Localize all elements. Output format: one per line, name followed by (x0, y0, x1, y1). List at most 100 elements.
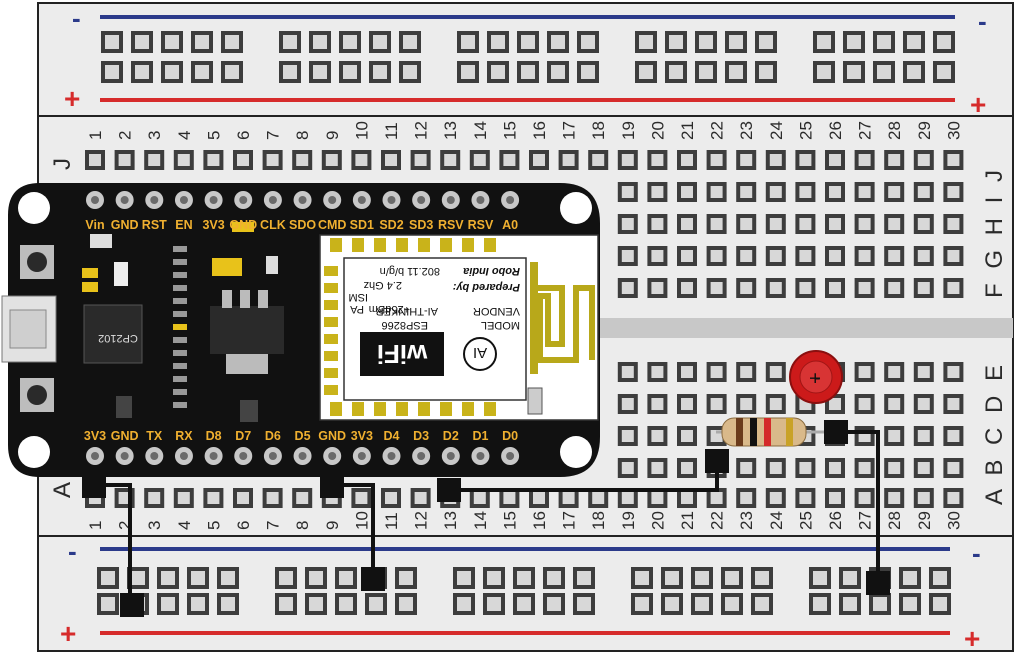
hole (203, 488, 224, 508)
esp-pad (352, 238, 364, 252)
bottom-pin-label: D5 (295, 429, 311, 443)
top-pin-center (446, 196, 455, 204)
hole (869, 593, 891, 615)
voltage-regulator (210, 306, 284, 354)
hole (913, 246, 934, 266)
column-number-bottom: 29 (915, 511, 934, 530)
hole (854, 426, 875, 446)
column-number-top: 5 (204, 131, 223, 140)
column-number-bottom: 12 (412, 511, 431, 530)
wifi-logo (360, 332, 444, 376)
hole (765, 182, 786, 202)
esp-pad (352, 402, 364, 416)
esp-shield (343, 257, 527, 401)
hole (661, 567, 683, 589)
band-3 (764, 418, 771, 446)
top-right-plus: + (970, 89, 986, 120)
hole (647, 246, 668, 266)
top-pin-label: SD2 (379, 218, 403, 232)
bottom-pin-center (417, 452, 426, 460)
mount-hole-bl (18, 436, 50, 468)
top-pin-label: CMD (318, 218, 346, 232)
column-number-top: 24 (767, 121, 786, 140)
hole (351, 488, 372, 508)
hole (695, 31, 717, 53)
hole (677, 278, 697, 298)
hole (854, 278, 875, 298)
hole (795, 246, 816, 266)
column-number-top: 13 (441, 121, 460, 140)
hole (335, 593, 357, 615)
column-number-bottom: 25 (796, 511, 815, 530)
hole (453, 567, 475, 589)
hole (691, 593, 713, 615)
hole (101, 31, 123, 53)
bottom-pin-center (506, 452, 515, 460)
mount-hole-br (560, 436, 592, 468)
hole (765, 488, 786, 508)
bottom-pin-center (209, 452, 218, 460)
hole (825, 458, 845, 478)
hole (736, 214, 757, 234)
column-number-bottom: 21 (678, 511, 697, 530)
center-channel (575, 318, 1013, 338)
hole (487, 61, 509, 83)
hole (677, 362, 697, 382)
esp-text-group: Robo India Prepared by: 802.11 b/g/n 2.4… (348, 265, 520, 331)
mount-hole-tr (560, 192, 592, 224)
hole (706, 394, 727, 414)
column-number-bottom: 24 (767, 511, 786, 530)
bottom-pin-center (328, 452, 337, 460)
bottom-pin-label: D6 (265, 429, 281, 443)
hole (839, 567, 861, 589)
led: - + (789, 350, 843, 404)
hole (809, 567, 831, 589)
esp-pad (330, 238, 342, 252)
column-number-bottom: 2 (116, 521, 135, 530)
strip-segment (173, 272, 187, 278)
hole (647, 278, 668, 298)
hole (736, 458, 757, 478)
esp-pad (374, 402, 386, 416)
hole (577, 31, 599, 53)
hole (884, 214, 905, 234)
bottom-pin-label: 3V3 (351, 429, 373, 443)
hole (677, 488, 697, 508)
top-pin-label: GND (229, 218, 257, 232)
esp-pad (396, 238, 408, 252)
esp-pad (418, 402, 430, 416)
band-2 (750, 418, 757, 446)
hole (736, 278, 757, 298)
esp-pad (330, 402, 342, 416)
top-pin-label: CLK (260, 218, 286, 232)
hole (647, 150, 668, 170)
hole (617, 458, 638, 478)
bottom-pin-label: D0 (502, 429, 518, 443)
column-number-bottom: 26 (826, 511, 845, 530)
column-number-bottom: 19 (619, 511, 638, 530)
hole (825, 488, 845, 508)
hole (721, 567, 743, 589)
esp-pad (324, 368, 338, 378)
hole (647, 426, 668, 446)
column-number-bottom: 17 (560, 511, 579, 530)
hole (825, 214, 845, 234)
hole (339, 31, 361, 53)
hole (706, 488, 727, 508)
column-number-top: 8 (293, 131, 312, 140)
hole (173, 150, 194, 170)
hole (573, 593, 595, 615)
esp-pad (440, 238, 452, 252)
top-pin-center (387, 196, 396, 204)
hole (399, 31, 421, 53)
column-number-top: 7 (264, 131, 283, 140)
column-number-top: 3 (145, 131, 164, 140)
hole (233, 150, 253, 170)
bottom-pin-center (387, 452, 396, 460)
hole (677, 394, 697, 414)
column-number-top: 19 (619, 121, 638, 140)
esp-standard: 802.11 b/g/n (380, 265, 440, 277)
bottom-right-plus: + (964, 623, 980, 654)
